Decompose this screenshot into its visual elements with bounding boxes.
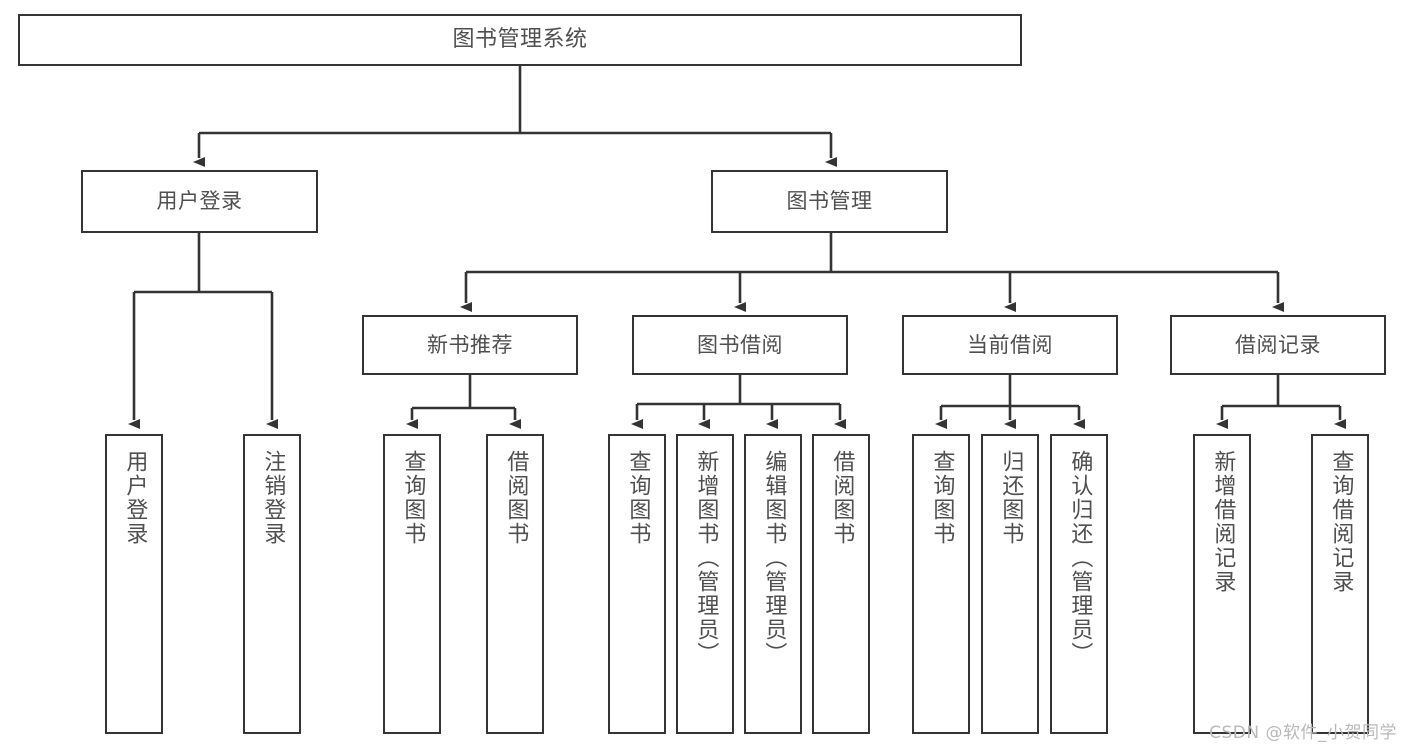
node-label: 借阅记录 <box>1235 332 1321 357</box>
node-label: 查询图书 <box>625 450 651 546</box>
node-borrow-record[interactable]: 借阅记录 <box>1170 315 1386 375</box>
node-label: 图书借阅 <box>697 332 783 357</box>
leaf-query-book-borrow[interactable]: 查询图书 <box>608 434 666 734</box>
leaf-confirm-return-admin[interactable]: 确认归还（管理员） <box>1050 434 1108 734</box>
node-label: 新书推荐 <box>427 332 513 357</box>
node-label: 确认归还（管理员） <box>1067 450 1093 666</box>
node-label: 图书管理系统 <box>452 27 588 53</box>
leaf-borrow-book-new[interactable]: 借阅图书 <box>486 434 544 734</box>
node-label: 用户登录 <box>122 450 148 546</box>
node-label: 注销登录 <box>260 450 286 546</box>
leaf-logout[interactable]: 注销登录 <box>243 434 301 734</box>
node-root-book-management-system[interactable]: 图书管理系统 <box>18 14 1022 66</box>
node-label: 用户登录 <box>156 189 243 214</box>
node-label: 借阅图书 <box>829 450 855 546</box>
node-current-borrow[interactable]: 当前借阅 <box>902 315 1118 375</box>
node-label: 查询借阅记录 <box>1328 450 1354 594</box>
leaf-query-book-current[interactable]: 查询图书 <box>912 434 970 734</box>
leaf-edit-book-admin[interactable]: 编辑图书（管理员） <box>744 434 802 734</box>
leaf-user-login[interactable]: 用户登录 <box>105 434 163 734</box>
node-label: 当前借阅 <box>967 332 1053 357</box>
node-new-book-recommend[interactable]: 新书推荐 <box>362 315 578 375</box>
node-label: 新增图书（管理员） <box>693 450 719 666</box>
leaf-add-book-admin[interactable]: 新增图书（管理员） <box>676 434 734 734</box>
leaf-query-book-new[interactable]: 查询图书 <box>383 434 441 734</box>
csdn-watermark: CSDN @软件_小贺同学 <box>1209 723 1397 743</box>
node-book-management[interactable]: 图书管理 <box>711 170 948 233</box>
node-user-login[interactable]: 用户登录 <box>81 170 318 233</box>
node-label: 图书管理 <box>786 189 873 214</box>
node-label: 新增借阅记录 <box>1210 450 1236 594</box>
node-label: 查询图书 <box>929 450 955 546</box>
leaf-query-borrow-record[interactable]: 查询借阅记录 <box>1311 434 1369 734</box>
leaf-borrow-book[interactable]: 借阅图书 <box>812 434 870 734</box>
node-label: 归还图书 <box>998 450 1024 546</box>
leaf-return-book[interactable]: 归还图书 <box>981 434 1039 734</box>
node-label: 借阅图书 <box>503 450 529 546</box>
node-label: 编辑图书（管理员） <box>761 450 787 666</box>
node-book-borrow[interactable]: 图书借阅 <box>632 315 848 375</box>
node-label: 查询图书 <box>400 450 426 546</box>
leaf-add-borrow-record[interactable]: 新增借阅记录 <box>1193 434 1251 734</box>
